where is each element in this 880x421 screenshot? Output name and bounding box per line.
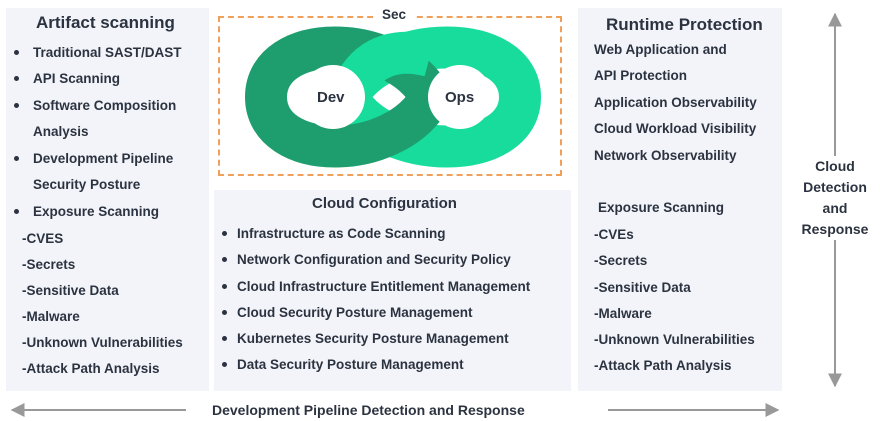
bullet — [14, 103, 19, 108]
artifact-item-api-scanning: API Scanning — [33, 71, 121, 86]
cloud-item-iac: Infrastructure as Code Scanning — [237, 226, 446, 241]
runtime-item-api-protection: API Protection — [594, 68, 688, 83]
cdr-line-cloud: Cloud — [815, 158, 855, 174]
cloud-item-dspm: Data Security Posture Management — [237, 357, 464, 372]
artifact-subitem-malware: -Malware — [22, 309, 80, 324]
ops-center — [428, 65, 492, 129]
dev-label: Dev — [317, 89, 345, 106]
runtime-subitem-sensitive: -Sensitive Data — [594, 280, 691, 295]
cdr-line-response: Response — [801, 221, 869, 237]
cdr-line-detection: Detection — [803, 179, 867, 195]
ops-crossing — [337, 31, 436, 94]
cloud-configuration-title: Cloud Configuration — [312, 195, 457, 212]
artifact-subitem-cves: -CVES — [22, 231, 64, 246]
bottom-pipeline-label: Development Pipeline Detection and Respo… — [212, 402, 525, 418]
runtime-protection-panel — [578, 8, 782, 391]
artifact-subitem-attack-path: -Attack Path Analysis — [22, 361, 160, 376]
sec-label: Sec — [374, 8, 415, 22]
cloud-detection-response-label: Cloud Detection and Response — [795, 156, 875, 240]
runtime-exposure-title: Exposure Scanning — [598, 200, 725, 215]
bullet — [14, 76, 19, 81]
artifact-scanning-panel — [6, 8, 209, 391]
dev-center — [301, 65, 365, 129]
bullet — [14, 156, 19, 161]
cloud-item-network: Network Configuration and Security Polic… — [237, 252, 511, 267]
cloud-configuration-panel — [214, 190, 571, 391]
bullet — [14, 209, 19, 214]
cdr-line-and: and — [822, 200, 848, 216]
artifact-scanning-title: Artifact scanning — [36, 13, 175, 32]
runtime-subitem-malware: -Malware — [594, 306, 652, 321]
artifact-item-pipeline: Development Pipeline — [33, 151, 174, 166]
artifact-subitem-sensitive: -Sensitive Data — [22, 283, 119, 298]
bullet — [222, 336, 227, 341]
artifact-subitem-secrets: -Secrets — [22, 257, 76, 272]
runtime-subitem-cves: -CVEs — [594, 227, 634, 242]
runtime-subitem-unknown: -Unknown Vulnerabilities — [594, 332, 755, 347]
ops-label: Ops — [445, 89, 475, 106]
runtime-item-app-observability: Application Observability — [594, 95, 757, 110]
artifact-item-sca-cont: Analysis — [33, 124, 89, 139]
runtime-item-web-app: Web Application and — [594, 42, 727, 57]
bullet — [222, 257, 227, 262]
artifact-item-pipeline-cont: Security Posture — [33, 177, 141, 192]
runtime-protection-title: Runtime Protection — [606, 15, 763, 34]
cloud-item-kspm: Kubernetes Security Posture Management — [237, 331, 509, 346]
artifact-subitem-unknown: -Unknown Vulnerabilities — [22, 335, 183, 350]
cloud-item-ciem: Cloud Infrastructure Entitlement Managem… — [237, 279, 531, 294]
runtime-item-network-observability: Network Observability — [594, 148, 737, 163]
bullet — [222, 362, 227, 367]
artifact-item-sast-dast: Traditional SAST/DAST — [33, 45, 182, 60]
runtime-item-cloud-workload: Cloud Workload Visibility — [594, 121, 757, 136]
bullet — [222, 284, 227, 289]
artifact-item-exposure: Exposure Scanning — [33, 204, 160, 219]
artifact-item-sca: Software Composition — [33, 98, 177, 113]
bullet — [222, 310, 227, 315]
runtime-subitem-attack-path: -Attack Path Analysis — [594, 358, 732, 373]
bullet — [14, 50, 19, 55]
cloud-item-cspm: Cloud Security Posture Management — [237, 305, 473, 320]
runtime-subitem-secrets: -Secrets — [594, 253, 648, 268]
bullet — [222, 231, 227, 236]
